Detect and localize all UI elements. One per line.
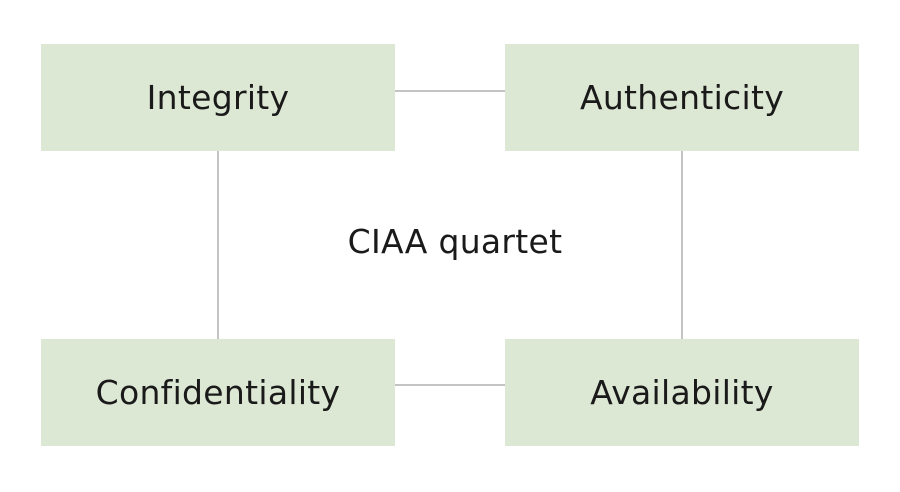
node-confidentiality-label: Confidentiality	[95, 373, 341, 412]
diagram-center-label: CIAA quartet	[347, 222, 563, 261]
node-confidentiality: Confidentiality	[41, 339, 395, 446]
node-integrity-label: Integrity	[146, 78, 290, 117]
node-integrity: Integrity	[41, 44, 395, 151]
node-authenticity-label: Authenticity	[579, 78, 785, 117]
node-authenticity: Authenticity	[505, 44, 859, 151]
node-availability-label: Availability	[590, 373, 774, 412]
node-availability: Availability	[505, 339, 859, 446]
